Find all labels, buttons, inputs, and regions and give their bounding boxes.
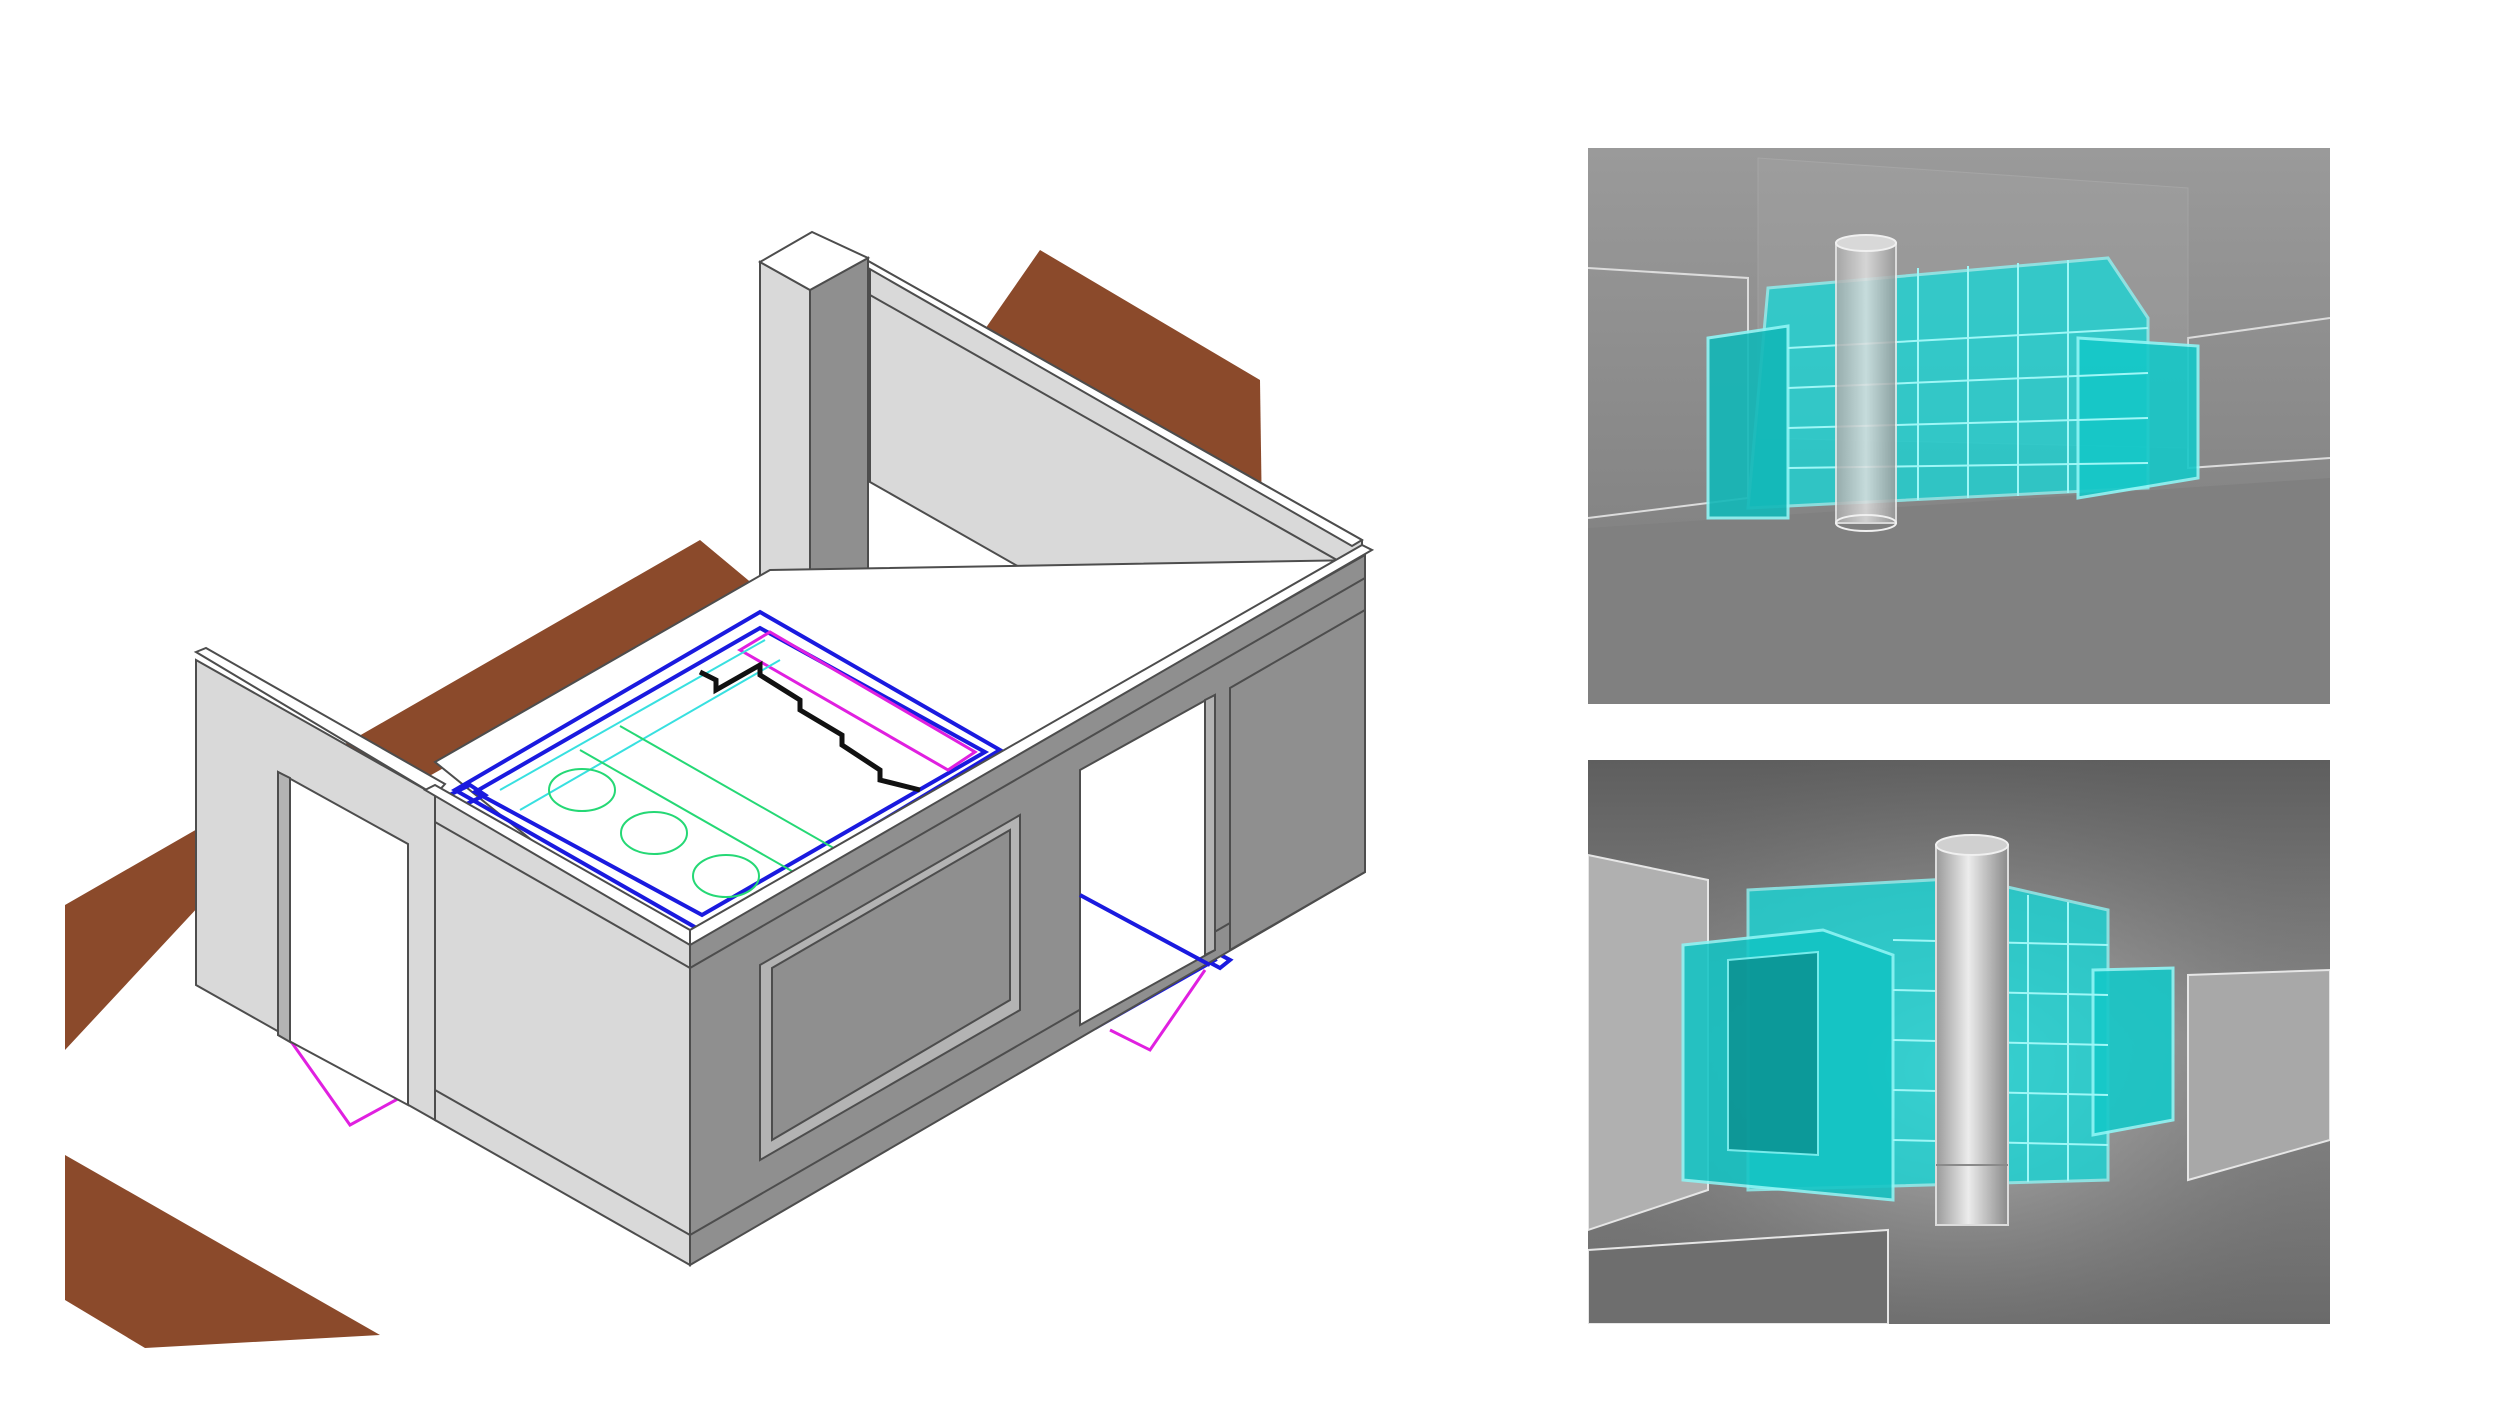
ground-strip-middle	[65, 540, 760, 1050]
ground-strip-front	[65, 1155, 380, 1348]
plan-green-circle-1	[548, 768, 616, 812]
render-bottom-pipe-top	[1935, 834, 2009, 856]
isometric-svg	[65, 230, 1375, 1348]
pier-top	[757, 230, 871, 292]
cornice-line-left	[434, 821, 691, 969]
left-doorway-jamb	[277, 770, 291, 1044]
front-wall-left-top	[422, 783, 691, 947]
recessed-panel-inner	[771, 828, 1011, 1142]
render-view-bottom	[1588, 760, 2330, 1324]
plan-black-rail	[698, 660, 921, 793]
plan-green-circle-2	[620, 811, 688, 855]
plan-outline-blue-inner	[470, 625, 990, 918]
plan-outline-magenta	[737, 630, 978, 772]
render-top-floor	[1588, 478, 2330, 704]
render-top-pipe-top	[1835, 234, 1897, 252]
left-wall-top	[193, 646, 447, 797]
render-top-svg	[1588, 148, 2330, 704]
door-left-magenta	[288, 1039, 406, 1127]
plinth-line-left	[434, 1089, 691, 1236]
render-bottom-glass-box-inner	[1727, 950, 1819, 1157]
render-top-pipe	[1835, 242, 1897, 524]
render-bottom-front-slab	[1588, 1228, 1889, 1324]
render-top-pipe-bottom	[1835, 514, 1897, 532]
pier-left-face	[759, 260, 811, 622]
door-right-blue-overlay	[1079, 893, 1211, 967]
door-right-magenta	[1109, 969, 1207, 1052]
render-bottom-glass-side	[2091, 966, 2175, 1137]
right-doorway-jamb	[1204, 693, 1216, 957]
render-top-glass-left	[1706, 324, 1790, 520]
render-bottom-left-wall	[1588, 853, 1709, 1232]
pier-right-face	[809, 256, 869, 622]
plan-cyan-line-1	[499, 639, 766, 791]
cornice-line-right	[689, 577, 1366, 969]
render-bottom-pipe	[1935, 844, 2009, 1226]
render-bottom-right-wall	[2187, 968, 2330, 1182]
plan-outline-blue-outer	[451, 609, 1004, 933]
isometric-view	[65, 230, 1375, 1348]
render-view-top	[1588, 148, 2330, 704]
plan-green-circle-3	[692, 854, 760, 898]
plan-cyan-line-2	[519, 659, 781, 811]
render-bottom-svg	[1588, 760, 2330, 1324]
right-end-wall	[1229, 608, 1366, 952]
